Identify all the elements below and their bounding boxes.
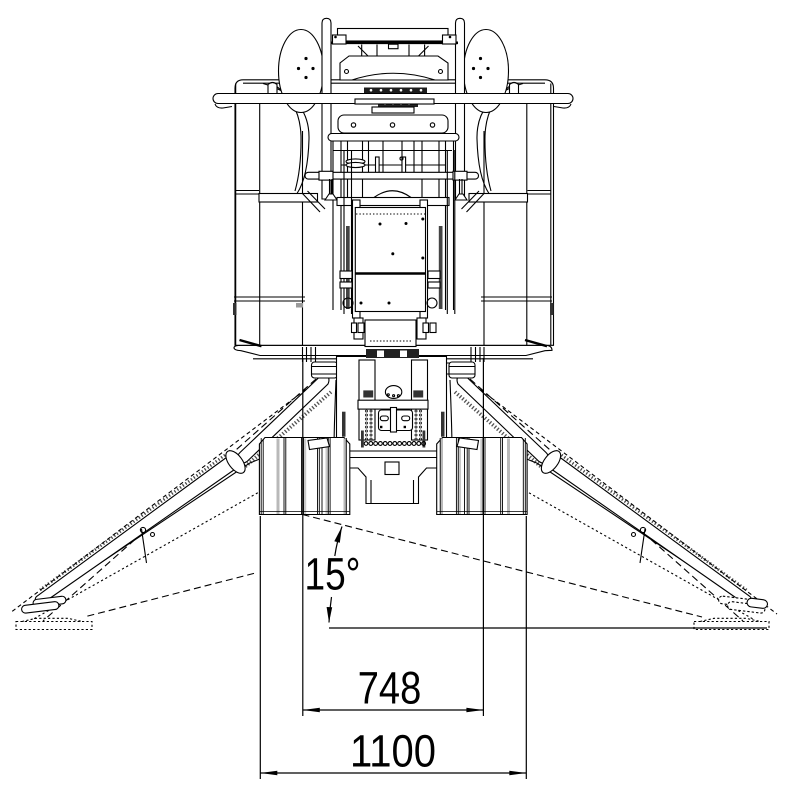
svg-text:748: 748 xyxy=(358,663,422,714)
svg-text:1100: 1100 xyxy=(350,726,436,777)
svg-text:15°: 15° xyxy=(305,549,361,600)
